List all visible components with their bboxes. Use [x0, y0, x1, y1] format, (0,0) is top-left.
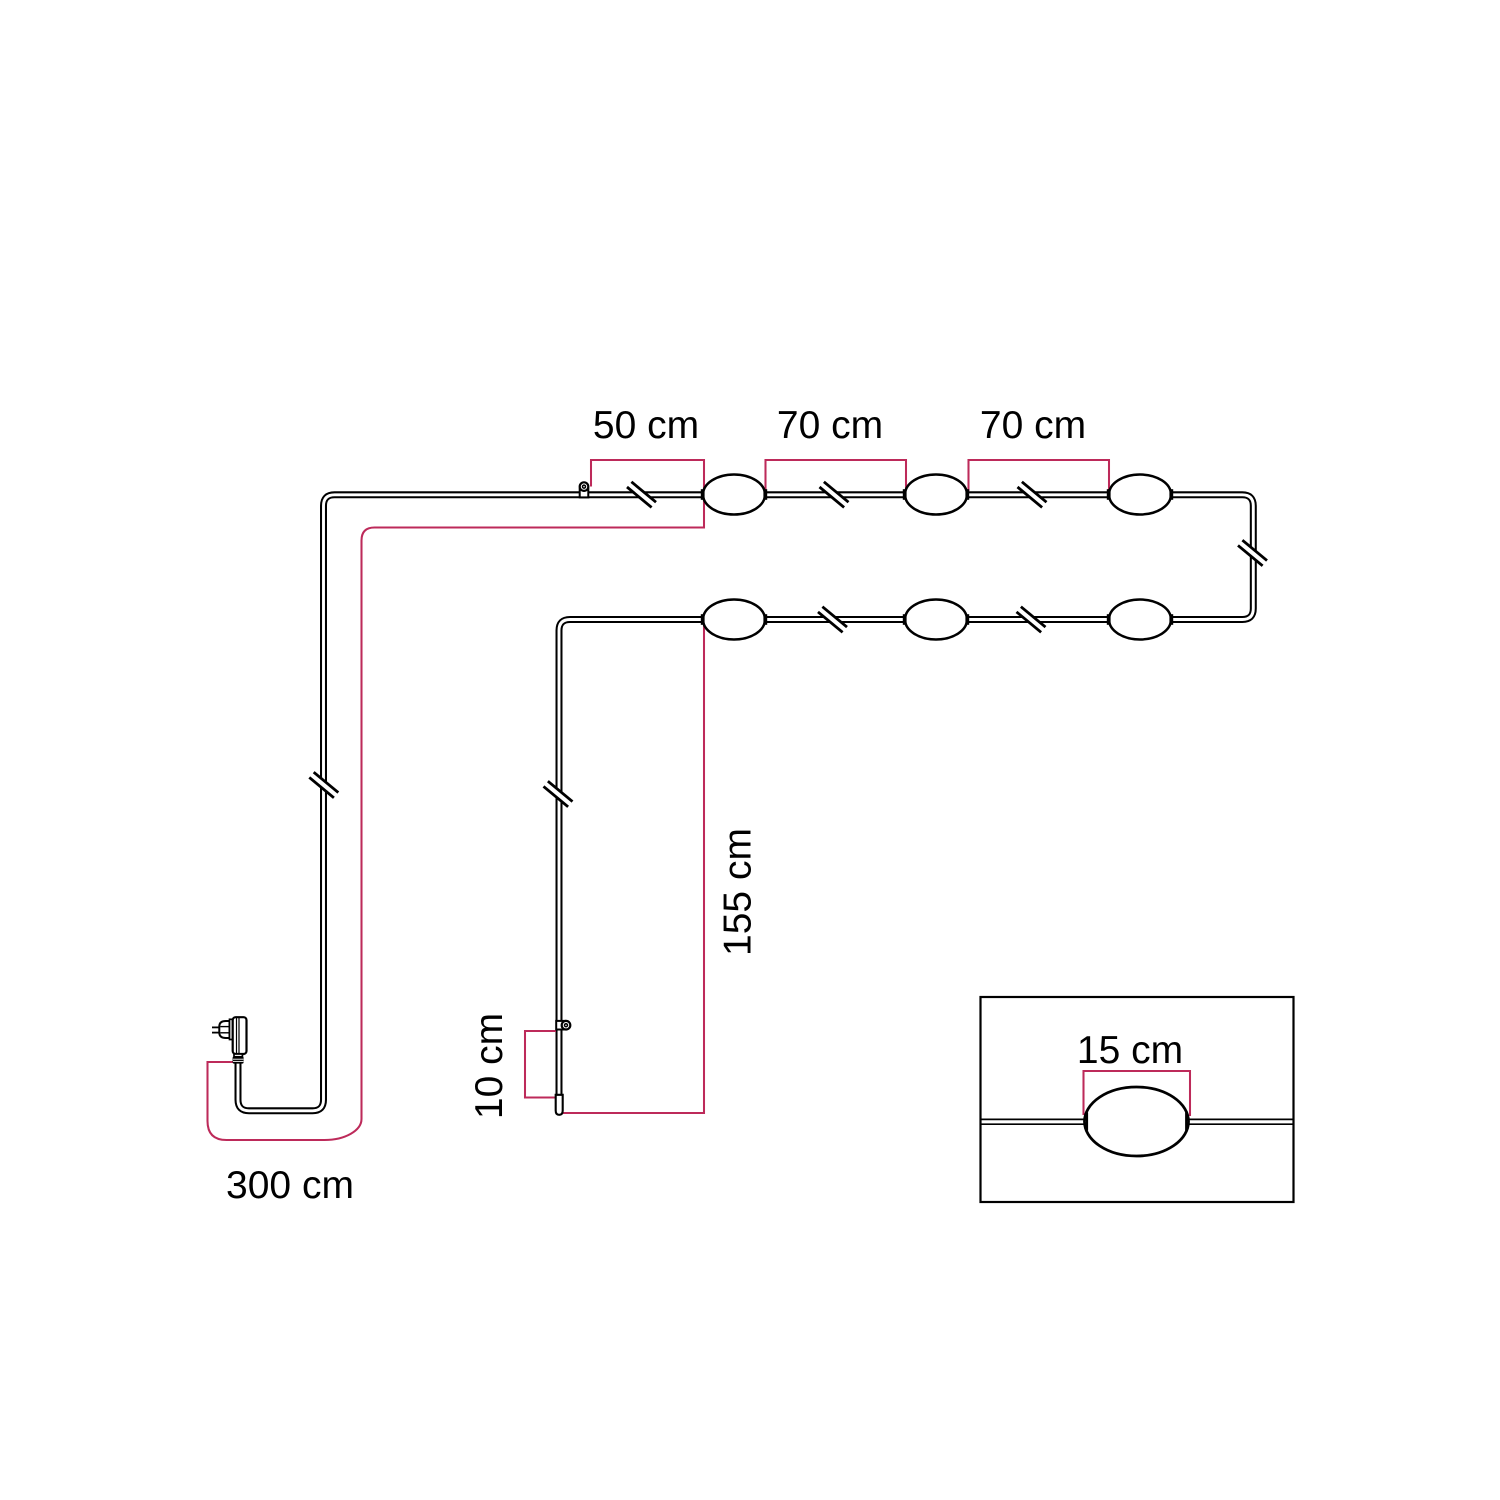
svg-text:155 cm: 155 cm — [717, 828, 760, 956]
svg-text:10 cm: 10 cm — [468, 1013, 511, 1119]
svg-text:70 cm: 70 cm — [777, 404, 883, 447]
svg-text:50 cm: 50 cm — [593, 404, 699, 447]
svg-text:300 cm: 300 cm — [226, 1164, 354, 1207]
svg-text:15 cm: 15 cm — [1077, 1029, 1183, 1072]
svg-text:70 cm: 70 cm — [980, 404, 1086, 447]
